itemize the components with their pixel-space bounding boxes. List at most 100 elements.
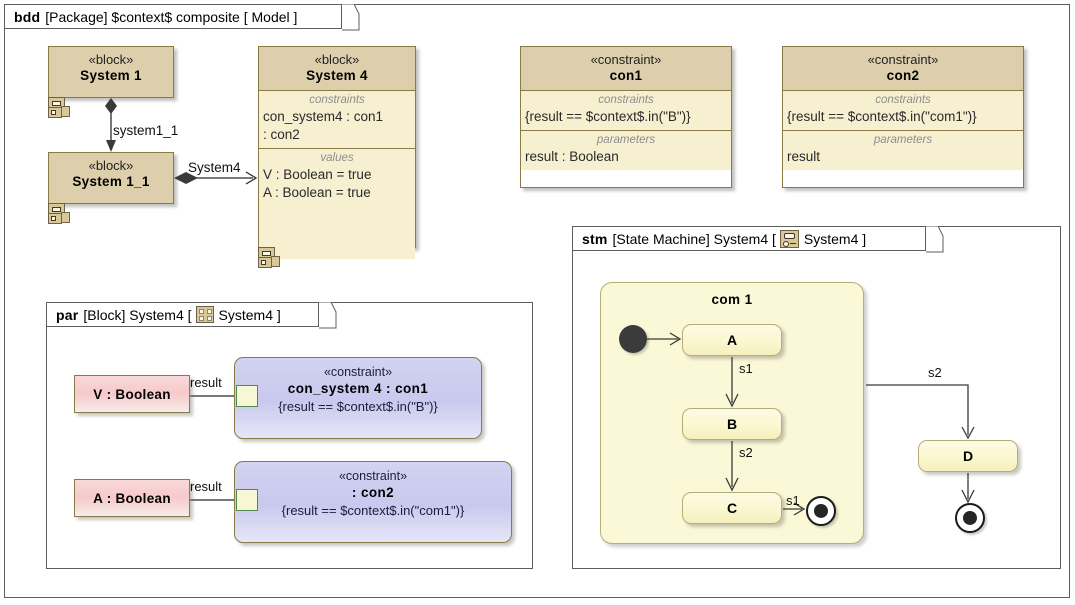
- par-tab-kind: par: [56, 306, 79, 323]
- initial-state[interactable]: [619, 325, 647, 353]
- block-system1-1-header: «block» System 1_1: [49, 153, 173, 203]
- final-state-inner[interactable]: [806, 496, 836, 526]
- par-tab-scope-close: ]: [276, 306, 281, 323]
- block-system1-1-stereotype: «block»: [88, 158, 134, 173]
- bdd-frame-tab: bdd [Package] $context$ composite [ Mode…: [4, 4, 342, 29]
- state-b[interactable]: B: [682, 408, 782, 440]
- constraint-con1-header: «constraint» con1: [521, 47, 731, 91]
- constraint-usage-name: : con2: [351, 485, 395, 500]
- constraint-usage-con2[interactable]: «constraint» : con2 {result == $context$…: [234, 461, 512, 543]
- bdd-tab-name: $context$ composite: [111, 8, 240, 25]
- pin-label-result-a: result: [190, 479, 222, 494]
- block-system1-stereotype: «block»: [88, 52, 134, 67]
- transition-label-c-final: s1: [786, 493, 800, 508]
- bdd-tab-type: [Package]: [45, 8, 108, 25]
- par-tab-scope-open: [: [187, 306, 192, 323]
- constraint-parameter-port-result-1[interactable]: [236, 385, 258, 407]
- bdd-tab-scope: [ Model ]: [243, 8, 298, 25]
- stm-tab-kind: stm: [582, 230, 608, 247]
- block-system1[interactable]: «block» System 1: [48, 46, 174, 98]
- par-tab-corner-icon: [319, 302, 337, 329]
- property-a-boolean[interactable]: A : Boolean: [74, 479, 190, 517]
- constraint-item: con_system4 : con1: [263, 109, 384, 124]
- parameters-compartment-title: parameters: [873, 134, 933, 146]
- property-v-boolean-label: V : Boolean: [93, 386, 171, 402]
- stm-tab-name: System4: [713, 230, 769, 247]
- constraint-parameter-port-result-2[interactable]: [236, 489, 258, 511]
- constraint-usage-stereotype: «constraint»: [323, 365, 393, 379]
- constraint-con2-constraints-compartment: constraints {result == $context$.in("com…: [783, 91, 1023, 131]
- state-c-label: C: [726, 500, 738, 516]
- block-system1-name: System 1: [80, 68, 142, 83]
- constraint-expression: {result == $context$.in("B")}: [525, 109, 691, 124]
- composite-structure-icon-system1: [48, 97, 72, 119]
- state-c[interactable]: C: [682, 492, 782, 524]
- transition-label-a-b: s1: [739, 361, 753, 376]
- constraint-con1-stereotype: «constraint»: [590, 52, 662, 67]
- par-tab-name: System4: [129, 306, 184, 323]
- block-system1-header: «block» System 1: [49, 47, 173, 97]
- edge-label-system4: System4: [188, 160, 241, 175]
- stm-tab-scope-open: [: [772, 230, 776, 247]
- constraint-usage-expression: {result == $context$.in("B")}: [278, 399, 438, 414]
- constraint-usage-name: con_system 4 : con1: [287, 381, 429, 396]
- block-system1-1-name: System 1_1: [72, 174, 150, 189]
- block-system4-name: System 4: [306, 68, 368, 83]
- stm-tab-type: [State Machine]: [612, 230, 710, 247]
- final-state-outer[interactable]: [955, 503, 985, 533]
- constraint-con2-name: con2: [886, 68, 920, 83]
- par-tab-type: [Block]: [83, 306, 126, 323]
- state-a[interactable]: A: [682, 324, 782, 356]
- state-a-label: A: [726, 332, 738, 348]
- par-tab-scope-name: System4: [218, 306, 274, 323]
- block-definition-icon: [195, 306, 214, 323]
- composite-structure-icon-system4: [258, 247, 282, 269]
- state-d-label: D: [962, 448, 974, 464]
- transition-label-b-c: s2: [739, 445, 753, 460]
- constraints-compartment-title: constraints: [875, 94, 931, 106]
- property-a-boolean-label: A : Boolean: [93, 490, 171, 506]
- constraint-block-con1[interactable]: «constraint» con1 constraints {result ==…: [520, 46, 732, 188]
- stm-frame-tab: stm [State Machine] System4 [ System4 ]: [572, 226, 926, 251]
- stm-tab-scope-close: ]: [862, 230, 867, 247]
- par-frame-tab: par [Block] System4 [ System4 ]: [46, 302, 319, 327]
- constraint-con2-parameters-compartment: parameters result: [783, 131, 1023, 170]
- constraint-item: : con2: [263, 127, 300, 142]
- stm-tab-scope-name: System4: [803, 230, 859, 247]
- constraint-con2-stereotype: «constraint»: [867, 52, 939, 67]
- stm-tab-corner-icon: [926, 226, 944, 253]
- constraint-block-con2[interactable]: «constraint» con2 constraints {result ==…: [782, 46, 1024, 188]
- constraints-compartment-title: constraints: [598, 94, 654, 106]
- constraint-usage-expression: {result == $context$.in("com1")}: [281, 503, 465, 518]
- constraint-con2-header: «constraint» con2: [783, 47, 1023, 91]
- values-compartment-title: values: [320, 152, 354, 164]
- constraint-usage-con-system4[interactable]: «constraint» con_system 4 : con1 {result…: [234, 357, 482, 439]
- block-system4-constraints-compartment: constraints con_system4 : con1 : con2: [259, 91, 415, 149]
- block-system4[interactable]: «block» System 4 constraints con_system4…: [258, 46, 416, 259]
- pin-label-result-v: result: [190, 375, 222, 390]
- composite-structure-icon-system1-1: [48, 203, 72, 225]
- constraint-con1-name: con1: [609, 68, 643, 83]
- block-system4-stereotype: «block»: [314, 52, 360, 67]
- constraint-con1-constraints-compartment: constraints {result == $context$.in("B")…: [521, 91, 731, 131]
- state-b-label: B: [726, 416, 738, 432]
- bdd-tab-kind: bdd: [14, 8, 41, 25]
- constraints-compartment-title: constraints: [309, 94, 365, 106]
- edge-label-system1-1: system1_1: [113, 123, 179, 138]
- state-d[interactable]: D: [918, 440, 1018, 472]
- transition-label-com1-d: s2: [928, 365, 942, 380]
- state-machine-icon: [779, 229, 799, 248]
- composite-state-com1-name: com 1: [711, 292, 753, 307]
- property-v-boolean[interactable]: V : Boolean: [74, 375, 190, 413]
- value-item: A : Boolean = true: [263, 185, 371, 200]
- block-system4-values-compartment: values V : Boolean = true A : Boolean = …: [259, 149, 415, 259]
- block-system1-1[interactable]: «block» System 1_1: [48, 152, 174, 204]
- parameter-item: result: [787, 149, 821, 164]
- constraint-con1-parameters-compartment: parameters result : Boolean: [521, 131, 731, 170]
- bdd-tab-corner-icon: [342, 4, 360, 31]
- parameters-compartment-title: parameters: [596, 134, 656, 146]
- constraint-expression: {result == $context$.in("com1")}: [787, 109, 977, 124]
- parameter-item: result : Boolean: [525, 149, 619, 164]
- value-item: V : Boolean = true: [263, 167, 372, 182]
